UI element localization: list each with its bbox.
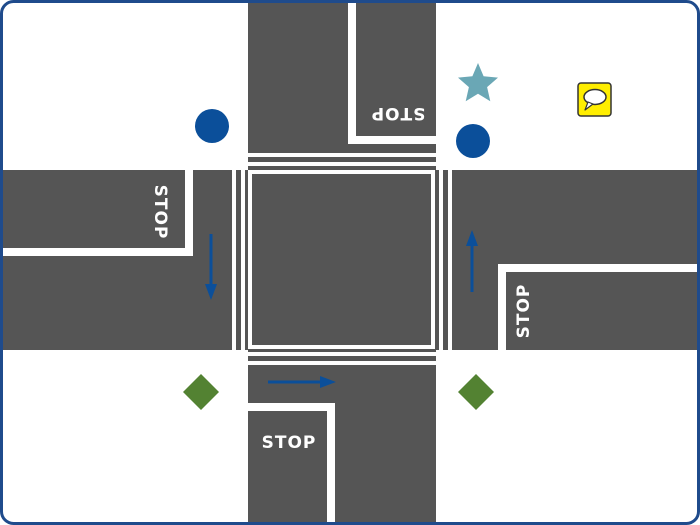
stop-text-south: STOP — [262, 433, 317, 453]
arrow-down-icon — [205, 234, 217, 300]
crosswalk-top-line-1 — [248, 153, 436, 157]
stop-line-west — [0, 170, 193, 256]
direction-arrows — [205, 230, 478, 388]
stop-text-east: STOP — [514, 284, 534, 339]
arrow-up-icon — [466, 230, 478, 292]
center-box — [248, 170, 435, 349]
blue-circle-marker-2 — [456, 124, 490, 158]
stop-markings: STOP STOP STOP STOP — [150, 103, 534, 453]
stop-text-west: STOP — [150, 185, 170, 240]
speech-bubble-icon — [577, 82, 612, 117]
crosswalk-bottom-line-1 — [248, 352, 436, 356]
stop-line-south — [248, 403, 335, 525]
vertical-road — [248, 0, 436, 525]
green-diamond-marker-1 — [183, 374, 219, 410]
stop-text-north: STOP — [371, 103, 426, 123]
crosswalk-left-line-1 — [232, 170, 236, 350]
crosswalk-right-line-2 — [448, 170, 452, 350]
crosswalk-right-line-1 — [439, 170, 443, 350]
crosswalk-left-line-2 — [241, 170, 245, 350]
crosswalk-bottom-line-2 — [248, 361, 436, 365]
crosswalk-top-line-2 — [248, 162, 436, 166]
blue-circle-marker-1 — [195, 109, 229, 143]
stop-line-north — [348, 0, 436, 144]
stop-line-east — [498, 264, 700, 350]
star-marker-icon — [458, 63, 498, 102]
arrow-right-icon — [268, 376, 336, 388]
green-diamond-marker-2 — [458, 374, 494, 410]
crosswalks — [232, 153, 452, 365]
markers — [183, 63, 612, 410]
